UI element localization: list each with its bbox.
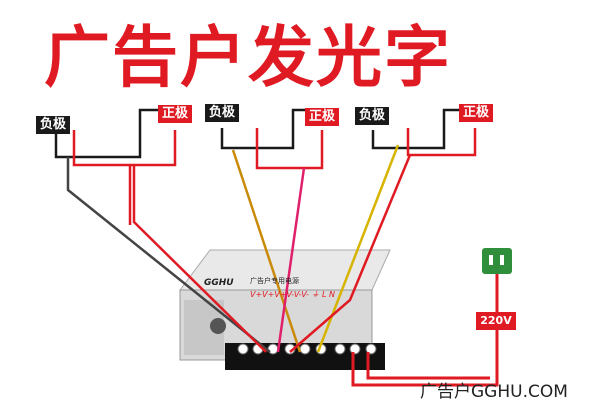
- power-supply: [179, 249, 391, 370]
- label-positive-3: 正极: [459, 104, 494, 122]
- plug-icon: [482, 248, 512, 274]
- label-positive-1: 正极: [158, 105, 193, 123]
- voltage-badge: 220V: [476, 312, 516, 330]
- label-positive-2: 正极: [305, 108, 340, 126]
- label-negative-1: 负极: [36, 116, 71, 134]
- label-negative-2: 负极: [205, 104, 240, 122]
- wire-group-2: [220, 108, 324, 353]
- psu-brand: GGHU: [204, 278, 234, 288]
- label-negative-3: 负极: [355, 107, 390, 125]
- wire-group-3: [289, 108, 477, 353]
- footer-brand: 广告户GGHU.COM: [420, 382, 568, 402]
- psu-terminal-labels: V+V+V+V-V-V- ⏚ L N: [250, 290, 335, 299]
- page-title: 广告户发光字: [44, 19, 452, 96]
- psu-plate-title: 广告户专用电源: [250, 277, 299, 285]
- wire-group-1: [54, 108, 271, 353]
- adjust-knob: [210, 318, 226, 334]
